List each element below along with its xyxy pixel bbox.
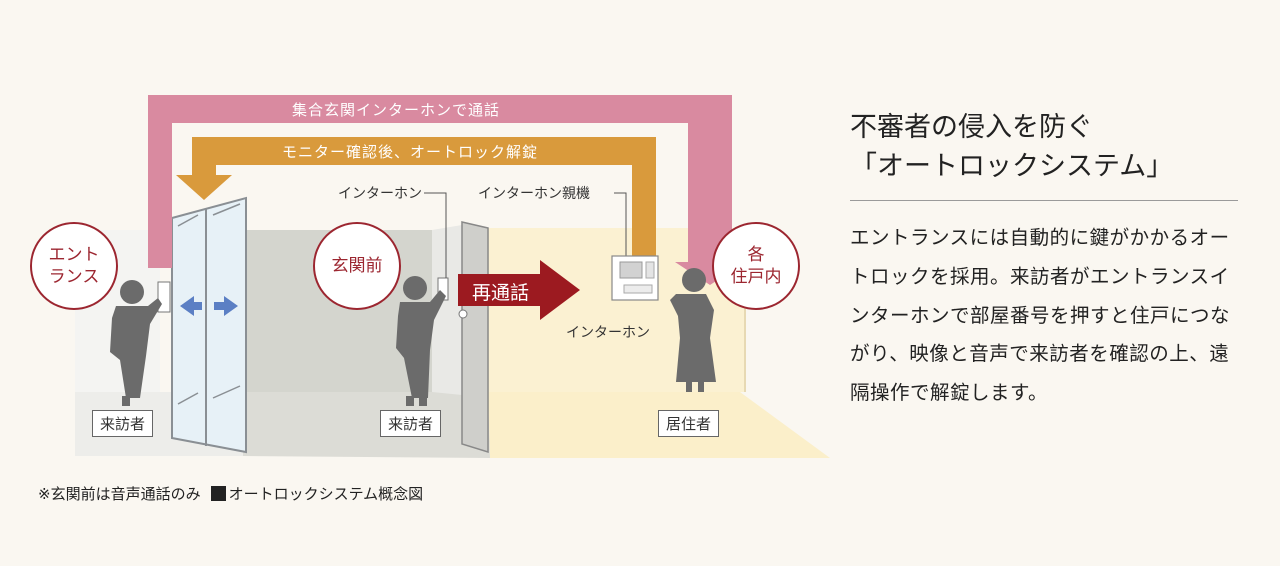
footnote-caption: オートロックシステム概念図 <box>228 485 424 503</box>
front-door-circle: 玄関前 <box>313 222 401 310</box>
intercom-inside-label: インターホン <box>566 325 650 341</box>
heading-line-1: 不審者の侵入を防ぐ <box>850 112 1093 143</box>
entrance-glass-door <box>171 196 247 454</box>
unlock-arrow <box>176 137 656 262</box>
footnote: ※玄関前は音声通話のみ オートロックシステム概念図 <box>38 483 423 504</box>
visitor-1-silhouette <box>110 280 162 406</box>
autolock-diagram: 集合玄関インターホンで通話 モニター確認後、オートロック解錠 再通話 エント ラ… <box>30 95 830 504</box>
hall-floor <box>243 392 490 458</box>
unlock-arrow-label: モニター確認後、オートロック解錠 <box>282 143 539 161</box>
visitor-1-label: 来訪者 <box>92 410 154 437</box>
resident-silhouette <box>670 268 716 392</box>
recall-arrow <box>458 260 580 320</box>
divider <box>850 200 1238 202</box>
intercom-label-left: インターホン <box>338 186 422 202</box>
recall-arrow-label: 再通話 <box>472 282 530 304</box>
hall-side-wall <box>432 225 462 395</box>
footnote-note: ※玄関前は音声通話のみ <box>38 485 201 503</box>
slide-right-arrow-icon <box>214 296 238 316</box>
front-door <box>461 221 489 454</box>
entrance-circle: エント ランス <box>30 222 118 310</box>
visitor-2-label: 来訪者 <box>380 410 442 437</box>
diagram-illustration <box>75 95 830 458</box>
intercom-master-label: インターホン親機 <box>478 186 590 202</box>
square-icon <box>210 486 226 501</box>
resident-label: 居住者 <box>658 410 720 437</box>
each-unit-circle: 各 住戸内 <box>712 222 800 310</box>
visitor-2-silhouette <box>396 276 446 406</box>
call-arrow <box>148 95 745 285</box>
body-text: エントランスには自動的に鍵がかかるオートロックを採用。来訪者がエントランスインタ… <box>850 226 1231 404</box>
description-panel: 不審者の侵入を防ぐ 「オートロックシステム」 エントランスには自動的に鍵がかかる… <box>850 108 1242 412</box>
slide-left-arrow-icon <box>180 296 202 316</box>
call-arrow-label: 集合玄関インターホンで通話 <box>292 101 501 119</box>
heading-line-2: 「オートロックシステム」 <box>850 151 1174 183</box>
